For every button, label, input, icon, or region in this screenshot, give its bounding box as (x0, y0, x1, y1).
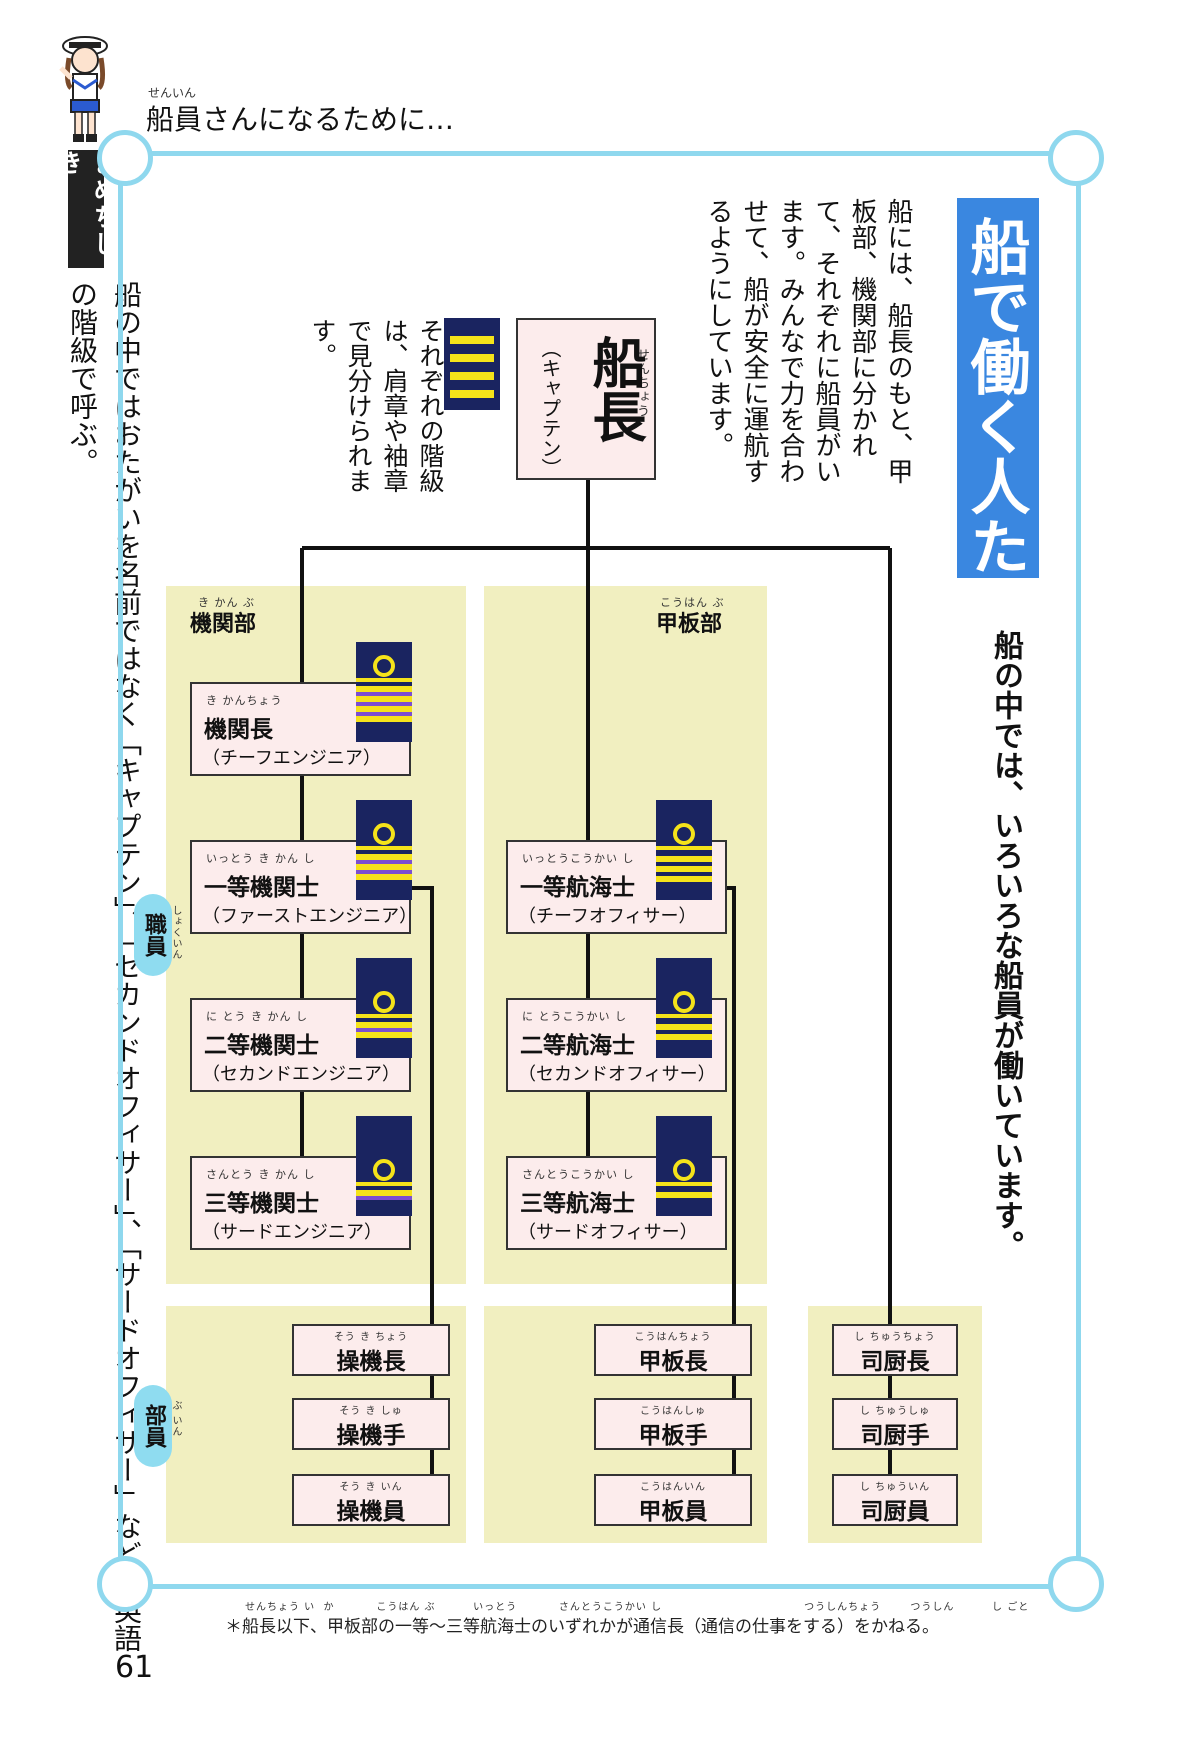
footnote: ＊船長以下、甲板部の一等～三等航海士のいずれかが通信長（通信の仕事をする）をかね… (225, 1617, 939, 1637)
intro-text: 船には、船長のもと、甲板部、機関部に分かれて、それぞれに船員がいます。みんなで力… (703, 198, 913, 484)
officer-name: 三等航海士 (520, 1191, 635, 1217)
officer-ruby: いっとうこうかい し (522, 852, 635, 865)
captain-english: （キャプテン） (538, 338, 562, 478)
engine-dept-label: 機関部 (190, 612, 257, 637)
section-heading: 船員さんになるために… (146, 103, 455, 136)
deck-crew-box: こうはんいん 甲板員 (594, 1474, 752, 1526)
officer-name: 機関長 (204, 717, 273, 743)
footnote-ruby: せんちょう い か こうはん ぶ いっとう さんとうこうかい し つうしんちょう… (245, 1602, 1030, 1613)
deck-crew-box: こうはんちょう 甲板長 (594, 1324, 752, 1376)
deck-crew-box: こうはんしゅ 甲板手 (594, 1398, 752, 1450)
engine-dept-ruby: き かん ぶ (198, 596, 255, 609)
officer-ruby: に とうこうかい し (522, 1010, 627, 1023)
engine-crew-box: そう き ちょう 操機長 (292, 1324, 450, 1376)
officer-english: （サードエンジニア） (202, 1222, 382, 1243)
officer-name: 三等機関士 (204, 1191, 319, 1217)
third-officer-insignia (656, 1116, 712, 1216)
crew-name: 司厨長 (860, 1349, 930, 1375)
crew-ruby: し ちゅうちょう (854, 1332, 936, 1343)
second-officer-insignia (656, 958, 712, 1058)
crew-name: 操機員 (336, 1499, 406, 1525)
officer-english: （セカンドエンジニア） (202, 1064, 400, 1085)
crew-ruby: こうはんいん (640, 1482, 706, 1493)
third-engineer-insignia (356, 1116, 412, 1216)
crew-name: 甲板員 (638, 1499, 708, 1525)
officers-level-ruby: しょくいん (170, 905, 181, 960)
engine-crew-box: そう き いん 操機員 (292, 1474, 450, 1526)
crew-ruby: そう き ちょう (333, 1332, 409, 1343)
captain-ruby: せんちょう (634, 348, 649, 418)
crew-level-pill: 部員 (134, 1385, 172, 1467)
rank-explanation-text: それぞれの階級は、肩章や袖章で見分けられます。 (308, 318, 445, 493)
crew-ruby: し ちゅうしゅ (859, 1406, 931, 1417)
officer-ruby: き かんちょう (206, 694, 283, 707)
crew-name: 甲板手 (638, 1423, 708, 1449)
deck-dept-ruby: こうはん ぶ (660, 596, 725, 609)
crew-name: 操機手 (336, 1423, 406, 1449)
crew-name: 司厨手 (860, 1423, 930, 1449)
steward-crew-box: し ちゅうちょう 司厨長 (832, 1324, 958, 1376)
frame-corner (1048, 1556, 1104, 1612)
frame-corner (97, 130, 153, 186)
captain-title: 船長 (583, 335, 646, 443)
officer-name: 一等機関士 (204, 875, 319, 901)
officers-level-pill: 職員 (134, 894, 172, 976)
officer-ruby: に とう き かん し (206, 1010, 308, 1023)
crew-name: 甲板長 (638, 1349, 708, 1375)
chief-engineer-insignia (356, 642, 412, 742)
officer-name: 一等航海士 (520, 875, 635, 901)
officer-name: 二等機関士 (204, 1033, 319, 1059)
captain-insignia (444, 318, 500, 410)
steward-crew-box: し ちゅういん 司厨員 (832, 1474, 958, 1526)
crew-ruby: こうはんしゅ (640, 1406, 706, 1417)
officer-english: （チーフエンジニア） (202, 748, 381, 769)
content-frame (118, 151, 1081, 1589)
deck-officer-box: いっとうこうかい し 一等航海士 （チーフオフィサー） (506, 840, 727, 934)
mascot-illustration (59, 36, 108, 142)
captain-box (516, 318, 656, 480)
page-subtitle: 船の中では、いろいろな船員が働いています。 (988, 630, 1023, 1260)
officer-english: （ファーストエンジニア） (202, 906, 418, 927)
officer-ruby: いっとう き かん し (206, 852, 316, 865)
frame-corner (1048, 130, 1104, 186)
officer-english: （セカンドオフィサー） (518, 1064, 716, 1085)
crew-ruby: そう き しゅ (339, 1406, 403, 1417)
crew-ruby: そう き いん (339, 1482, 403, 1493)
officer-english: （チーフオフィサー） (518, 906, 697, 927)
engine-crew-box: そう き しゅ 操機手 (292, 1398, 450, 1450)
officer-name: 二等航海士 (520, 1033, 635, 1059)
crew-name: 司厨員 (860, 1499, 930, 1525)
page-number: 61 (115, 1650, 154, 1685)
section-heading-ruby: せんいん (148, 86, 197, 100)
crew-level-ruby: ぶ いん (170, 1400, 181, 1438)
crew-name: 操機長 (336, 1349, 406, 1375)
chief-officer-insignia (656, 800, 712, 900)
crew-ruby: こうはんちょう (634, 1332, 712, 1343)
deck-dept-label: 甲板部 (656, 612, 723, 637)
officer-english: （サードオフィサー） (518, 1222, 698, 1243)
crew-ruby: し ちゅういん (859, 1482, 931, 1493)
frame-corner (97, 1556, 153, 1612)
second-engineer-insignia (356, 958, 412, 1058)
steward-crew-box: し ちゅうしゅ 司厨手 (832, 1398, 958, 1450)
officer-ruby: さんとうこうかい し (522, 1168, 635, 1181)
first-engineer-insignia (356, 800, 412, 900)
officer-ruby: さんとう き かん し (206, 1168, 316, 1181)
